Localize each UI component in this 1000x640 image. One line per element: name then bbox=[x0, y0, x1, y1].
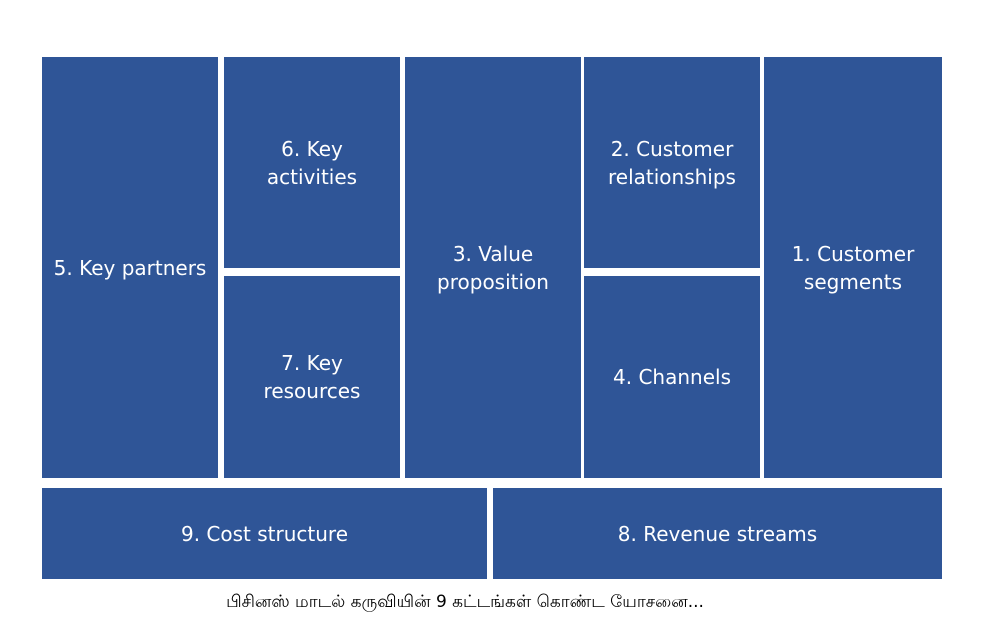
customer-relationships-block: 2. Customer relationships bbox=[584, 57, 760, 268]
key-resources-block: 7. Key resources bbox=[224, 276, 400, 478]
key-activities-label: 6. Key activities bbox=[266, 136, 358, 189]
caption: பிசினஸ் மாடல் கருவியின் 9 கட்டங்கள் கொண்… bbox=[226, 592, 704, 612]
value-proposition-block: 3. Value proposition bbox=[405, 57, 581, 478]
revenue-streams-label: 8. Revenue streams bbox=[617, 521, 818, 546]
channels-label: 4. Channels bbox=[613, 365, 731, 389]
key-partners-label: 5. Key partners bbox=[53, 255, 207, 280]
value-proposition-label: 3. Value proposition bbox=[437, 241, 549, 294]
customer-segments-block: 1. Customer segments bbox=[764, 57, 942, 478]
customer-relationships-label: 2. Customer relationships bbox=[608, 137, 736, 189]
channels-block: 4. Channels bbox=[584, 276, 760, 478]
cost-structure-label: 9. Cost structure bbox=[180, 521, 349, 546]
key-activities-block: 6. Key activities bbox=[224, 57, 400, 268]
key-resources-label: 7. Key resources bbox=[263, 351, 361, 403]
customer-segments-label: 1. Customer segments bbox=[791, 241, 915, 294]
key-partners-block: 5. Key partners bbox=[42, 57, 218, 478]
cost-structure-block: 9. Cost structure bbox=[42, 488, 487, 579]
revenue-streams-block: 8. Revenue streams bbox=[493, 488, 942, 579]
